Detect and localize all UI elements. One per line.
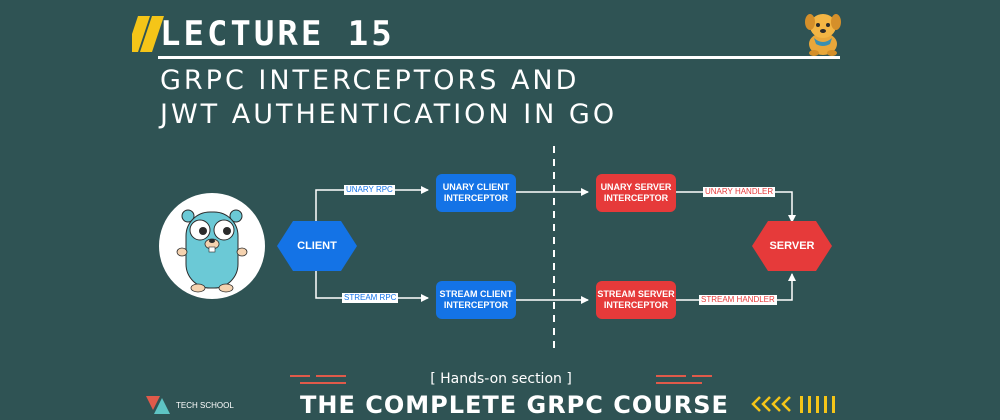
hands-on-section-label: [ Hands-on section ] bbox=[430, 371, 572, 387]
gopher-mascot-icon bbox=[159, 193, 265, 299]
course-title: THE COMPLETE GRPC COURSE bbox=[300, 391, 729, 419]
chevron-arrows-icon bbox=[752, 394, 753, 395]
tech-school-logo-icon bbox=[146, 396, 170, 414]
stream-client-interceptor-line2: INTERCEPTOR bbox=[443, 300, 509, 310]
dog-mascot-icon bbox=[805, 14, 841, 56]
unary-handler-label: UNARY HANDLER bbox=[703, 187, 776, 197]
double-chevron-logo-icon bbox=[132, 16, 164, 52]
tech-school-brand: TECH SCHOOL bbox=[176, 401, 234, 410]
unary-client-interceptor-line2: INTERCEPTOR bbox=[443, 193, 509, 203]
unary-server-interceptor-line1: UNARY SERVER bbox=[600, 182, 672, 192]
unary-client-interceptor-line1: UNARY CLIENT bbox=[442, 182, 510, 192]
subtitle-line-1: GRPC INTERCEPTORS AND bbox=[160, 65, 580, 96]
lecture-title: LECTURE 15 bbox=[160, 14, 395, 54]
client-node: CLIENT bbox=[277, 221, 357, 271]
stream-server-interceptor-line2: INTERCEPTOR bbox=[603, 300, 669, 310]
unary-server-interceptor-line2: INTERCEPTOR bbox=[603, 193, 669, 203]
server-node: SERVER bbox=[752, 221, 832, 271]
stream-server-interceptor-line1: STREAM SERVER bbox=[597, 289, 675, 299]
stream-handler-label: STREAM HANDLER bbox=[699, 295, 777, 305]
subtitle-line-2: JWT AUTHENTICATION IN GO bbox=[160, 99, 618, 130]
title-underline bbox=[158, 56, 840, 59]
unary-rpc-label: UNARY RPC bbox=[344, 185, 395, 195]
stream-client-interceptor-line1: STREAM CLIENT bbox=[439, 289, 513, 299]
stream-rpc-label: STREAM RPC bbox=[342, 293, 399, 303]
